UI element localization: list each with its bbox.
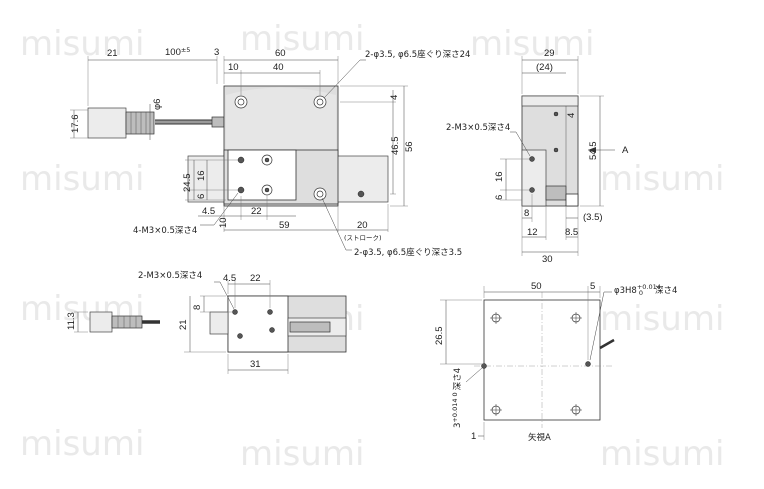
- note-pin-hole-left: 3+0.014 0深さ4: [451, 368, 463, 428]
- tap-hole: [237, 186, 245, 194]
- watermark-text: misumi: [20, 159, 144, 199]
- dim-8-side: 8: [524, 208, 529, 219]
- dim-17-6: 17.6: [70, 115, 81, 134]
- view-a-cable: [599, 338, 615, 350]
- dim-3: 3: [214, 47, 219, 58]
- dim-4-5: 4.5: [202, 206, 215, 217]
- view-a-caption: 矢視A: [528, 432, 551, 443]
- dim-8-5: 8.5: [565, 227, 578, 238]
- watermark-text: misumi: [470, 24, 594, 64]
- dim-12: 12: [527, 227, 538, 238]
- tap-hole: [529, 187, 535, 193]
- dim-50: 50: [531, 281, 542, 292]
- dim-60: 60: [275, 48, 286, 59]
- note-tap-bottom: 4-M3×0.5深さ4: [133, 226, 197, 236]
- cable-gland: [211, 116, 225, 128]
- watermark-text: misumi: [20, 24, 144, 64]
- dim-46-5: 46.5: [390, 137, 401, 156]
- dim-29: 29: [544, 48, 555, 59]
- watermark-text: misumi: [20, 424, 144, 464]
- dim-24-5: 24.5: [182, 174, 193, 193]
- dim-16: 16: [196, 170, 207, 181]
- dim-5: 5: [590, 281, 595, 292]
- dim-22: 22: [251, 206, 262, 217]
- top-view: 21 100±5 3 60 10 40 4 46.5 56 17.6 φ6 24…: [70, 46, 470, 258]
- watermark-text: misumi: [240, 434, 364, 474]
- dim-100: 100±5: [165, 46, 190, 58]
- dim-6-side: 6: [494, 195, 505, 200]
- tap-hole: [529, 156, 535, 162]
- dim-phi6: φ6: [152, 99, 163, 110]
- note-tap-side: 2-M3×0.5深さ4: [446, 123, 510, 133]
- view-arrow: [588, 147, 596, 153]
- watermark-text: misumi: [600, 299, 724, 339]
- dim-4-side: 4: [566, 113, 577, 118]
- arrow-a-label: A: [622, 145, 629, 156]
- dim-30: 30: [542, 254, 553, 265]
- dim-1: 1: [471, 431, 476, 442]
- dim-10: 10: [228, 62, 239, 73]
- dim-4-5-front: 4.5: [223, 273, 236, 284]
- front-connector: [89, 311, 113, 333]
- dim-26-5: 26.5: [434, 327, 445, 346]
- dim-59: 59: [279, 220, 290, 231]
- pin-hole: [481, 363, 487, 369]
- dim-8-front: 8: [192, 305, 203, 310]
- dim-21-front: 21: [178, 319, 189, 330]
- front-view: 11.3 4.5 22 8 21 31 2-M3×0.5深さ4: [66, 271, 347, 374]
- pin-hole: [585, 361, 591, 367]
- connector-body: [87, 107, 127, 139]
- dim-6: 6: [196, 194, 207, 199]
- carriage-plate: [227, 149, 297, 201]
- note-tap-front: 2-M3×0.5深さ4: [138, 271, 202, 281]
- watermark-text: misumi: [600, 434, 724, 474]
- side-view: 29 (24) 54.5 4 A 16 6 2-M3×0.5深さ4: [446, 48, 629, 265]
- watermark-text: misumi: [600, 159, 724, 199]
- dim-56: 56: [404, 141, 415, 152]
- dim-3-5-paren: (3.5): [583, 212, 603, 223]
- dim-31: 31: [250, 359, 261, 370]
- dim-20: 20: [357, 220, 368, 231]
- tap-hole: [232, 309, 238, 315]
- note-counterbore-top: 2-φ3.5, φ6.5座ぐり深さ24: [365, 49, 470, 60]
- dim-11-3: 11.3: [66, 312, 77, 330]
- dim-22-front: 22: [250, 273, 261, 284]
- pin-hole: [357, 190, 365, 198]
- note-counterbore-bottom: 2-φ3.5, φ6.5座ぐり深さ3.5: [354, 247, 462, 258]
- watermark-text: misumi: [240, 19, 364, 59]
- dim-40: 40: [273, 62, 284, 73]
- tap-hole: [237, 156, 245, 164]
- tap-hole: [267, 309, 273, 315]
- dim-24-paren: (24): [536, 62, 553, 73]
- front-knob: [209, 311, 229, 335]
- stroke-label: (ストローク): [344, 234, 382, 242]
- front-carriage: [227, 295, 289, 353]
- dim-4: 4: [389, 95, 400, 100]
- watermark-layer: misumi misumi misumi misumi misumi misum…: [20, 19, 724, 474]
- dim-21: 21: [107, 48, 118, 59]
- dim-10-vertical: 10: [218, 217, 229, 228]
- dim-16-side: 16: [494, 171, 505, 182]
- connector-grip: [125, 111, 155, 135]
